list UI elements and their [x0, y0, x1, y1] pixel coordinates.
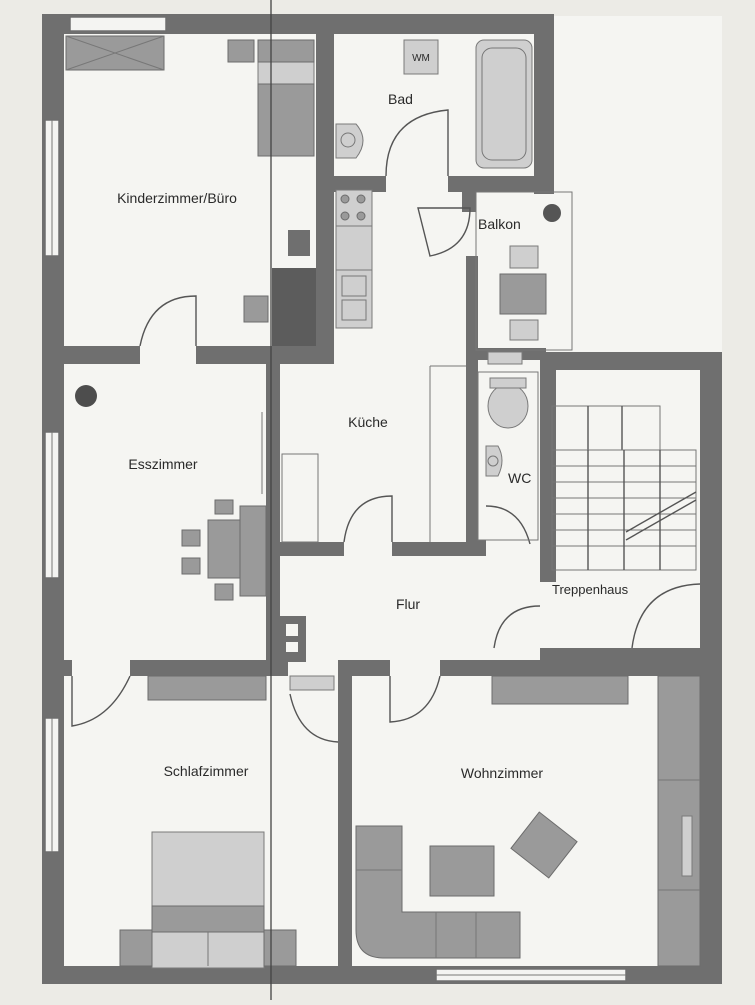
wall-kueche-south-left [280, 542, 344, 556]
wall-balkon-top [462, 192, 476, 212]
nightstand [227, 39, 255, 63]
tv-cabinet [491, 675, 629, 705]
flur-area: Flur [289, 596, 420, 691]
stairwell: Treppenhaus [551, 405, 697, 597]
wardrobe-schlaf [147, 675, 267, 701]
wc-furniture: WC [477, 371, 539, 541]
dining-table [207, 519, 241, 579]
flur-closet [280, 616, 306, 662]
wall-kinder-south-right [196, 346, 334, 364]
wm-label: WM [412, 53, 430, 64]
wall-ess-south-left [42, 660, 72, 676]
kinderzimmer-furniture [65, 35, 315, 323]
wall-flur-south-left [338, 660, 390, 676]
door-schlaf [71, 675, 131, 727]
balkon-chair-top [509, 245, 539, 269]
chair-2 [181, 557, 201, 575]
washing-machine [403, 39, 439, 75]
doors [71, 109, 701, 743]
bathtub [475, 39, 533, 169]
chair-3 [214, 499, 234, 515]
kitchen-furniture: Küche [261, 189, 466, 543]
plant-icon [543, 204, 561, 222]
door-wc [485, 505, 531, 545]
balkon-table [499, 273, 547, 315]
window-kinder-top [69, 16, 167, 32]
stair-north-wall [540, 352, 722, 370]
wall-ess-east [266, 364, 280, 664]
esszimmer-furniture: Esszimmer [75, 385, 267, 601]
interior-walls [42, 14, 722, 984]
room-label-kueche: Küche [348, 414, 388, 430]
wall-kueche-south-right [392, 542, 478, 556]
schlafzimmer-furniture: Schlafzimmer [119, 675, 297, 969]
wall-unit [657, 675, 701, 967]
windows [44, 16, 627, 982]
plant-icon [75, 385, 97, 407]
desk-chair [243, 295, 269, 323]
nightstand-left [119, 929, 153, 967]
wall-kinder-south-left [42, 346, 140, 364]
door-schlaf-2 [289, 693, 339, 743]
door-stair-outer [631, 583, 701, 649]
room-label-wc: WC [508, 470, 531, 486]
room-label-kinderzimmer: Kinderzimmer/Büro [117, 190, 237, 206]
chimney-block [272, 268, 316, 346]
bad-furniture: WM Bad [335, 39, 533, 169]
north-wall [42, 14, 554, 34]
room-label-schlafzimmer: Schlafzimmer [164, 763, 249, 779]
pillar [288, 230, 310, 256]
room-label-bad: Bad [388, 91, 413, 107]
kitchen-sink [335, 269, 373, 329]
chair-4 [214, 583, 234, 601]
wall-ess-south-right [130, 660, 288, 676]
door-kinder [139, 295, 197, 347]
wall-flur-south-right [440, 660, 722, 676]
door-bad [385, 109, 449, 177]
wc-outline [477, 371, 539, 541]
wc-sink [485, 445, 503, 477]
armchair [510, 811, 578, 879]
kitchen-counter [281, 453, 319, 543]
sofa [355, 825, 521, 959]
balkon-furniture: Balkon [475, 191, 573, 365]
coffee-table [429, 845, 495, 897]
room-label-flur: Flur [396, 596, 420, 612]
sink [335, 123, 364, 159]
door-stair-inner [493, 605, 541, 649]
door-wohn [389, 675, 441, 723]
nightstand-right [263, 929, 297, 967]
stair-west-wall [540, 352, 556, 582]
room-label-treppenhaus: Treppenhaus [552, 582, 629, 597]
wall-bad-south-right [448, 176, 554, 192]
door-balkon [417, 207, 471, 257]
stove [335, 189, 373, 227]
room-label-balkon: Balkon [478, 216, 521, 232]
bad-east-wall [534, 14, 554, 194]
door-kueche [343, 495, 393, 543]
room-label-esszimmer: Esszimmer [128, 456, 198, 472]
room-label-wohnzimmer: Wohnzimmer [461, 765, 544, 781]
chair-1 [181, 529, 201, 547]
wall-bad-south-left [316, 176, 386, 192]
wall-schlaf-wohn [338, 676, 352, 984]
sideboard [239, 505, 267, 597]
wall-kueche-east [466, 256, 478, 556]
balkon-outline [475, 191, 573, 351]
wall-wc-south [476, 540, 486, 556]
wohnzimmer-furniture: Wohnzimmer [355, 675, 701, 967]
balkon-chair-bottom [509, 319, 539, 341]
toilet [487, 383, 529, 429]
